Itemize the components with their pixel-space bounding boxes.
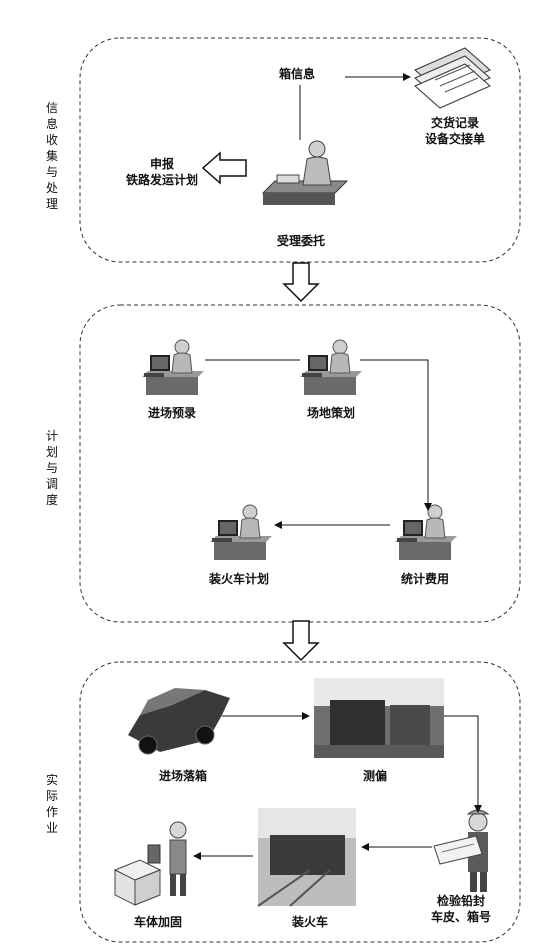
declare-label-line2: 铁路发运计划 [125,173,198,187]
declare-label-line1: 申报 [149,157,174,171]
load-plan-workstation-icon [209,504,273,561]
inspect-label-line1: 检验铅封 [436,894,485,908]
measure-label: 测偏 [362,769,387,783]
yard-to-fees-arrow [360,359,432,511]
worker-box-icon [113,821,187,906]
fees-label: 统计费用 [400,572,449,586]
yard-plan-label: 场地策划 [306,406,355,420]
accept-label: 受理委托 [276,234,325,248]
load-plan-label: 装火车计划 [208,572,269,586]
document-stack-icon [414,47,491,109]
section-plan-frame [79,304,521,623]
declare-hollow-arrow [201,151,247,185]
yard-plan-workstation-icon [299,339,363,396]
docs-label-line2: 设备交接单 [424,132,485,146]
measure-photo [314,678,444,758]
fees-workstation-icon [394,504,458,561]
clerk-desk-icon [261,140,349,205]
loading-train-photo [257,808,356,907]
docs-label: 交货记录 设备交接单 [410,115,500,147]
section-ops-title: 实际作业 [45,773,58,835]
down-arrow-1 [282,262,320,303]
inspect-label: 检验铅封 车皮、箱号 [420,893,502,925]
reinforce-label: 车体加固 [133,915,182,929]
section-plan-title: 计划与调度 [45,429,58,507]
declare-label: 申报 铁路发运计划 [118,156,206,188]
enter-drop-label: 进场落箱 [158,769,207,783]
down-arrow-2 [282,620,320,662]
loading-label: 装火车 [291,915,328,929]
box-info-label: 箱信息 [279,67,316,81]
docs-label-line1: 交货记录 [430,116,479,130]
pre-entry-workstation-icon [141,339,205,396]
inspect-label-line2: 车皮、箱号 [430,910,491,924]
inspector-icon [433,809,490,892]
measure-to-inspect-arrow [444,715,482,813]
car-icon [128,688,230,755]
pre-entry-label: 进场预录 [147,406,196,420]
section-info-title: 信息收集与处理 [45,101,58,211]
